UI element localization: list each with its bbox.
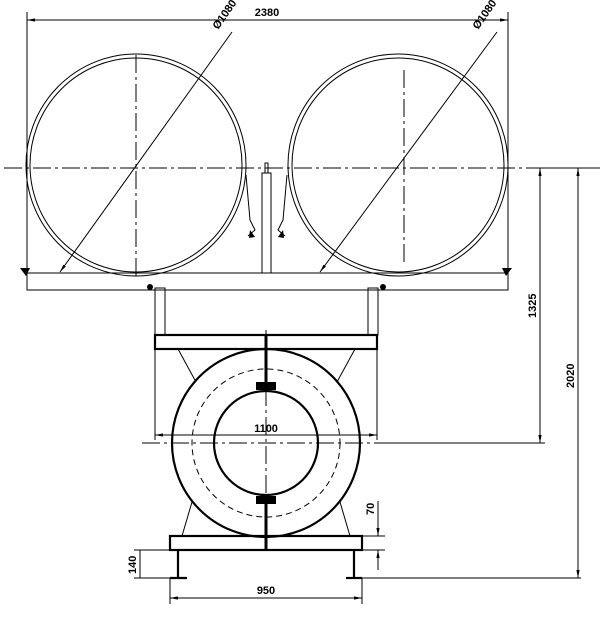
dimension-label-70: 70 (365, 503, 377, 515)
dimension-label-140: 140 (127, 556, 139, 574)
dimension-label-1100: 1100 (254, 423, 278, 435)
dimension-2380: 2380 (26, 7, 509, 290)
dimension-2020: 2020 (362, 168, 581, 579)
dimension-70: 70 (362, 501, 385, 570)
right-coil: Ø1080 (287, 0, 509, 277)
dimension-label-right-diameter: Ø1080 (471, 0, 500, 32)
dimension-950: 950 (169, 578, 363, 604)
center-post (245, 162, 288, 274)
dimension-label-left-diameter: Ø1080 (211, 0, 240, 32)
dimension-1100: 1100 (142, 349, 545, 444)
dimension-label-2020: 2020 (565, 364, 577, 388)
dimension-label-950: 950 (257, 585, 275, 597)
base-frame (168, 534, 364, 580)
dimension-140: 140 (127, 549, 172, 579)
dimension-label-2380: 2380 (255, 7, 279, 19)
left-coil: Ø1080 (25, 0, 247, 277)
dimension-1325: 1325 (527, 167, 585, 443)
dimension-label-1325: 1325 (527, 294, 539, 318)
